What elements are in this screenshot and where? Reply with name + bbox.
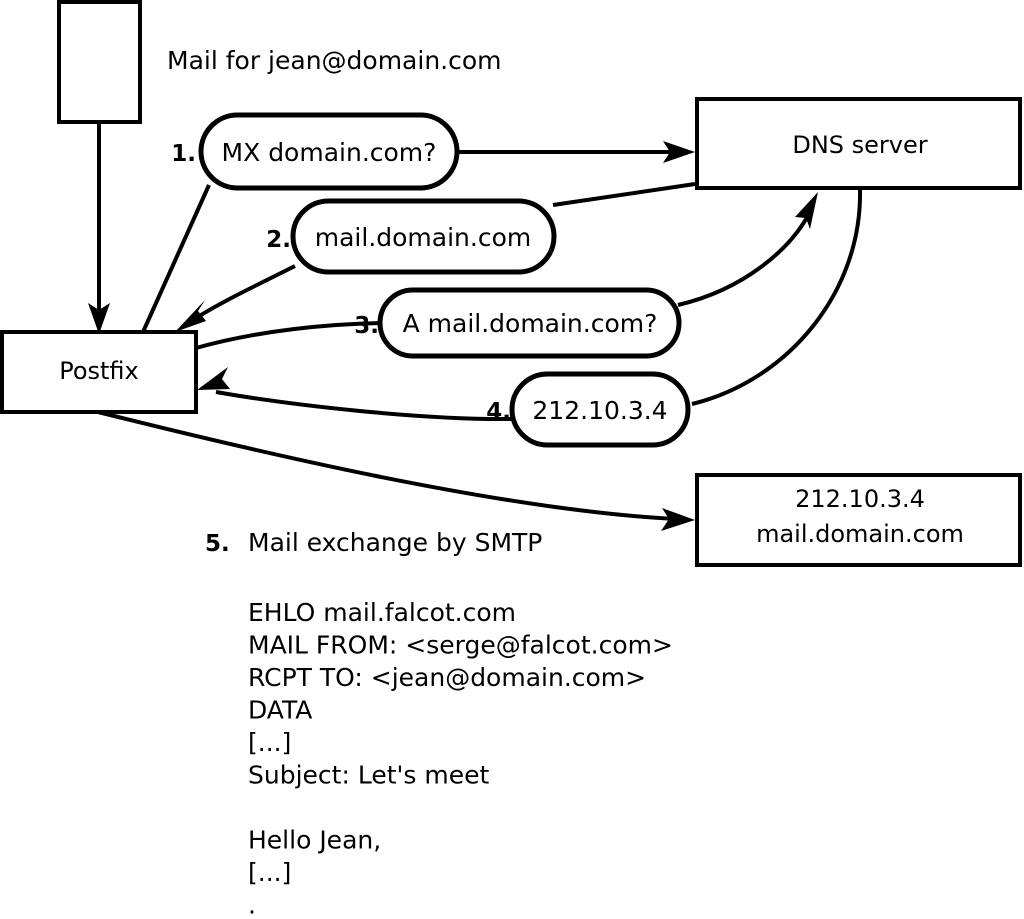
step-number-3: 3. — [354, 313, 379, 339]
smtp-transcript-line: [...] — [248, 858, 291, 887]
step-number-1: 1. — [171, 141, 196, 167]
edge-dns-to-step4 — [691, 189, 863, 406]
node-postfix-label: Postfix — [59, 357, 139, 385]
smtp-transcript-line: Subject: Let's meet — [248, 761, 489, 790]
node-mail-server[interactable]: 212.10.3.4 mail.domain.com — [695, 473, 1022, 567]
edge-postfix-to-mailserver — [97, 410, 695, 531]
smtp-transcript-line: . — [248, 891, 256, 919]
smtp-transcript-line: [...] — [248, 728, 291, 757]
edge-dns-to-step2 — [552, 182, 696, 207]
step-number-5: 5. — [205, 531, 230, 557]
node-mail-server-hostname: mail.domain.com — [756, 520, 964, 548]
edge-step3-to-dns — [677, 192, 818, 307]
step-bubble-2-label: mail.domain.com — [315, 223, 531, 252]
edge-step2-to-postfix — [175, 264, 296, 332]
edge-step4-to-postfix — [197, 367, 513, 422]
node-dns-server[interactable]: DNS server — [695, 97, 1022, 190]
edge-postfix-to-step1 — [141, 184, 211, 333]
node-mail-client[interactable] — [57, 0, 142, 124]
step-bubble-1[interactable]: MX domain.com? — [198, 112, 460, 191]
edge-mua-to-postfix — [88, 122, 110, 334]
node-dns-server-label: DNS server — [792, 131, 927, 159]
smtp-transcript-line: DATA — [248, 696, 312, 725]
step-bubble-3[interactable]: A mail.domain.com? — [377, 287, 682, 359]
step-bubble-1-label: MX domain.com? — [222, 138, 437, 167]
smtp-transcript-line: RCPT TO: <jean@domain.com> — [248, 663, 646, 692]
smtp-transcript-line: EHLO mail.falcot.com — [248, 598, 516, 627]
edge-step1-to-dns — [459, 141, 695, 163]
step-5-label: Mail exchange by SMTP — [248, 528, 542, 557]
smtp-transcript-line: Hello Jean, — [248, 826, 381, 855]
step-bubble-3-label: A mail.domain.com? — [403, 309, 658, 338]
node-mail-server-ip: 212.10.3.4 — [795, 485, 925, 513]
diagram-title-caption: Mail for jean@domain.com — [167, 46, 502, 75]
step-bubble-4-label: 212.10.3.4 — [532, 396, 667, 425]
step-number-2: 2. — [266, 227, 291, 253]
step-number-4: 4. — [486, 399, 511, 425]
node-postfix[interactable]: Postfix — [0, 330, 198, 414]
step-bubble-2[interactable]: mail.domain.com — [290, 198, 557, 275]
edge-postfix-to-step3 — [195, 321, 382, 350]
smtp-transcript-line: MAIL FROM: <serge@falcot.com> — [248, 631, 673, 660]
step-bubble-4[interactable]: 212.10.3.4 — [509, 371, 691, 448]
